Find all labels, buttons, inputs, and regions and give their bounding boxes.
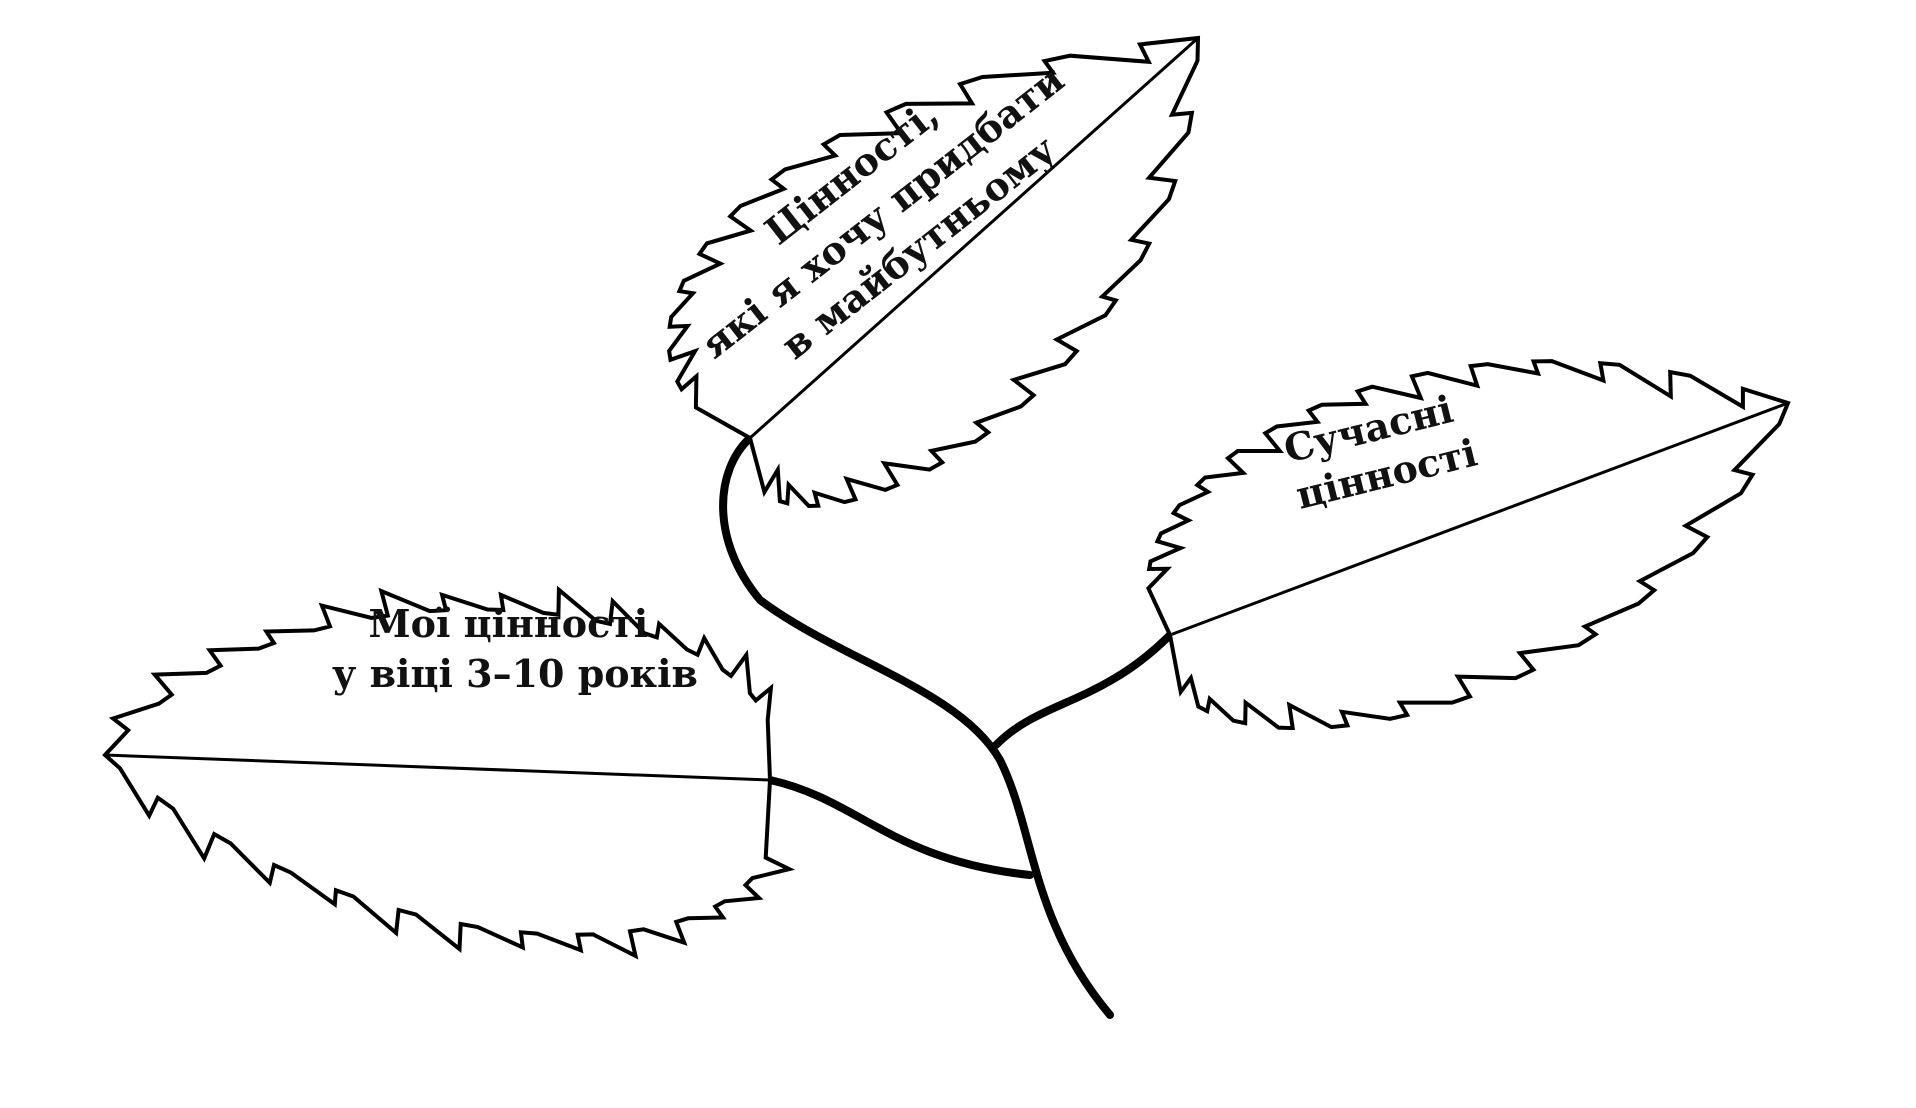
leaf-right-midrib [1169,401,1789,637]
leaf-left: Мої цінності у віці 3–10 років [102,585,796,960]
leaf-left-outline [102,585,796,960]
main-stem [719,434,1114,1019]
left-branch [766,776,1034,879]
right-branch [992,631,1174,749]
leaf-left-line-2: у віці 3–10 років [332,651,698,696]
leaf-right: Сучасні цінності [1146,359,1791,731]
leaf-left-line-1: Мої цінності [369,601,649,646]
leaf-top: Цінності, які я хочу придбати в майбутнь… [666,35,1201,509]
stem [719,434,1174,1019]
leaf-top-midrib [749,36,1199,440]
leaf-left-label: Мої цінності у віці 3–10 років [332,601,698,696]
leaf-left-midrib [104,753,771,782]
leaf-right-outline [1146,359,1791,731]
